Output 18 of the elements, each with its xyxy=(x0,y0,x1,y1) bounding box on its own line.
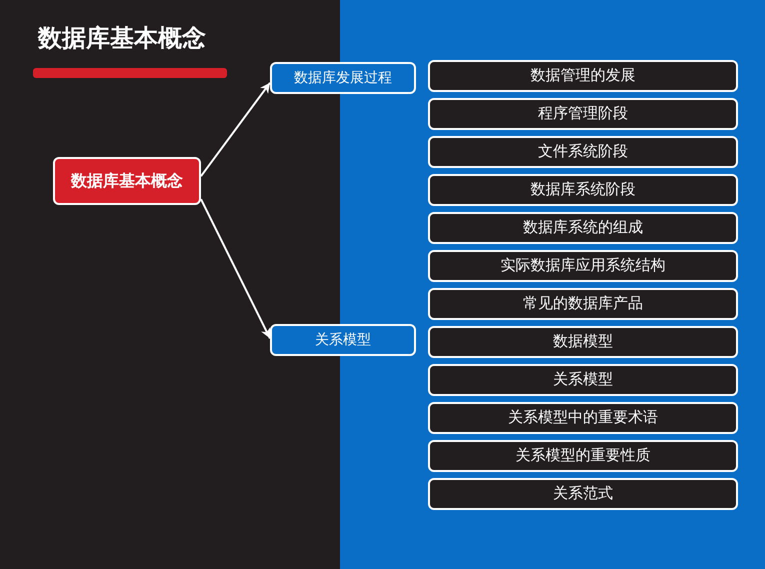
arrow xyxy=(200,82,271,177)
branch-box: 关系模型 xyxy=(270,324,416,356)
title: 数据库基本概念 xyxy=(38,23,206,54)
item-box: 关系模型中的重要术语 xyxy=(428,402,738,434)
item-box: 数据管理的发展 xyxy=(428,60,738,92)
item-box: 数据库系统阶段 xyxy=(428,174,738,206)
item-box: 关系模型 xyxy=(428,364,738,396)
item-box: 文件系统阶段 xyxy=(428,136,738,168)
item-box: 关系模型的重要性质 xyxy=(428,440,738,472)
arrow xyxy=(200,198,271,339)
item-box: 实际数据库应用系统结构 xyxy=(428,250,738,282)
item-box: 常见的数据库产品 xyxy=(428,288,738,320)
item-box: 数据模型 xyxy=(428,326,738,358)
item-box: 程序管理阶段 xyxy=(428,98,738,130)
item-box: 数据库系统的组成 xyxy=(428,212,738,244)
topic-box: 数据库基本概念 xyxy=(53,157,201,205)
item-box: 关系范式 xyxy=(428,478,738,510)
branch-box: 数据库发展过程 xyxy=(270,62,416,94)
